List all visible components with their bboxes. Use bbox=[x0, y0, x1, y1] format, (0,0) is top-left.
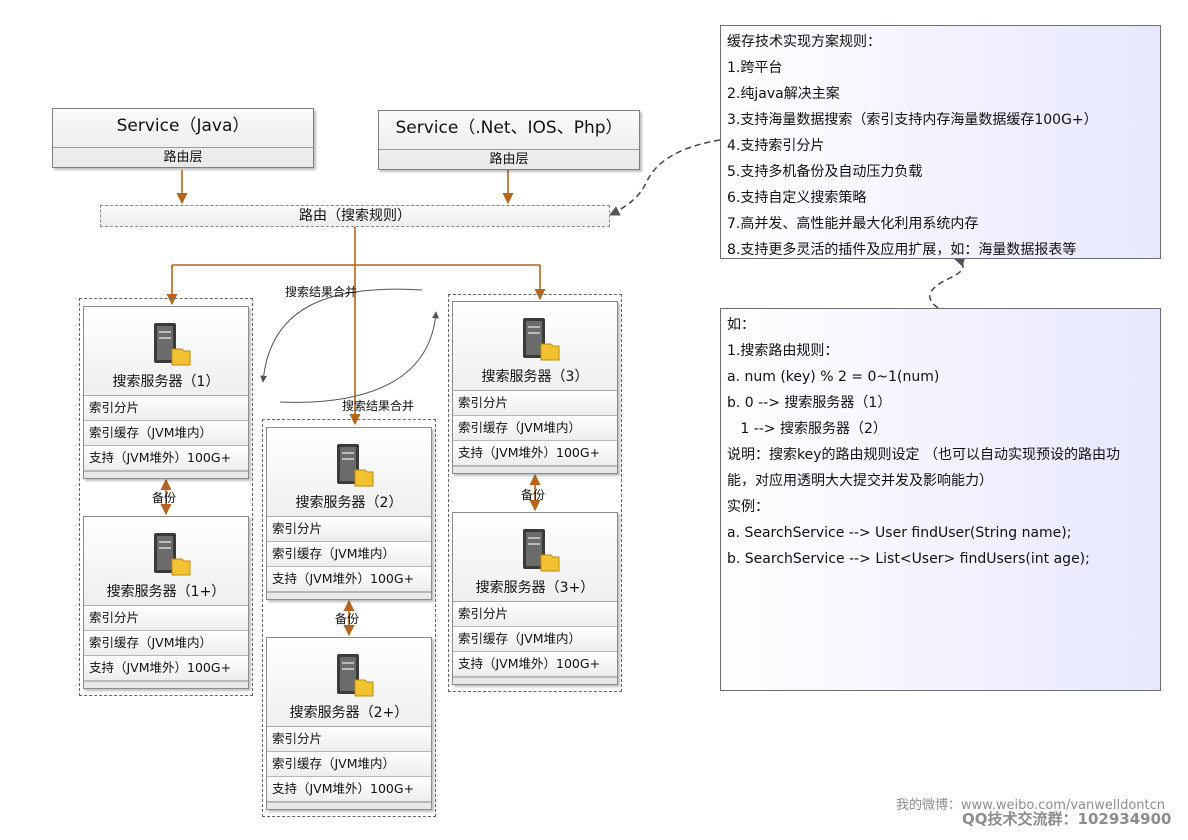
server-icon bbox=[154, 533, 191, 576]
note-line: 5.支持多机备份及自动压力负载 bbox=[727, 164, 923, 180]
server-icon bbox=[523, 318, 560, 361]
server-row-cache: 索引缓存（JVM堆内） bbox=[84, 421, 248, 446]
server-row-cache: 索引缓存（JVM堆内） bbox=[84, 631, 248, 656]
note-line: 6.支持自定义搜索策略 bbox=[727, 190, 867, 206]
server-name: 搜索服务器（1+） bbox=[106, 584, 226, 600]
server-row-shard: 索引分片 bbox=[84, 396, 248, 421]
note-line: 实例： bbox=[727, 499, 769, 515]
server-row-cache: 索引缓存（JVM堆内） bbox=[453, 627, 617, 652]
server-name: 搜索服务器（3+） bbox=[475, 580, 595, 596]
server-row-shard: 索引分片 bbox=[453, 391, 617, 416]
server-card-1: 搜索服务器（1） 索引分片 索引缓存（JVM堆内） 支持（JVM堆外）100G+ bbox=[83, 306, 249, 479]
example-note: 如： 1.搜索路由规则： a. num (key) % 2 = 0~1(num)… bbox=[720, 308, 1161, 691]
server-row-shard: 索引分片 bbox=[84, 606, 248, 631]
note-line: 4.支持索引分片 bbox=[727, 138, 825, 154]
merge-label-top: 搜索结果合并 bbox=[285, 285, 358, 299]
server-row-offheap: 支持（JVM堆外）100G+ bbox=[453, 652, 617, 677]
server-icon bbox=[337, 444, 374, 487]
rules-note: 缓存技术实现方案规则： 1.跨平台 2.纯java解决主案 3.支持海量数据搜索… bbox=[720, 25, 1161, 259]
note-line: a. SearchService --> User findUser(Strin… bbox=[727, 525, 1072, 541]
server-row-cache: 索引缓存（JVM堆内） bbox=[267, 752, 431, 777]
footer-weibo: 我的微博：www.weibo.com/vanwelldontcn bbox=[896, 798, 1166, 813]
service-java-sublabel: 路由层 bbox=[163, 150, 203, 165]
merge-label-bottom: 搜索结果合并 bbox=[342, 399, 415, 413]
server-card-3-plus: 搜索服务器（3+） 索引分片 索引缓存（JVM堆内） 支持（JVM堆外）100G… bbox=[452, 512, 618, 685]
server-row-offheap: 支持（JVM堆外）100G+ bbox=[84, 446, 248, 471]
note-line: 2.纯java解决主案 bbox=[727, 86, 840, 102]
server-card-2: 搜索服务器（2） 索引分片 索引缓存（JVM堆内） 支持（JVM堆外）100G+ bbox=[266, 427, 432, 600]
note-line: 1 --> 搜索服务器（2） bbox=[727, 421, 887, 437]
backup-label-1: 备份 bbox=[152, 491, 177, 505]
server-name: 搜索服务器（2+） bbox=[289, 705, 409, 721]
server-row-cache: 索引缓存（JVM堆内） bbox=[453, 416, 617, 441]
server-row-offheap: 支持（JVM堆外）100G+ bbox=[267, 567, 431, 592]
server-name: 搜索服务器（1） bbox=[112, 374, 220, 390]
route-bar: 路由（搜索规则） bbox=[100, 205, 610, 227]
group-3 bbox=[448, 294, 622, 692]
note-line: a. num (key) % 2 = 0~1(num) bbox=[727, 369, 940, 385]
server-row-shard: 索引分片 bbox=[267, 517, 431, 542]
merge-curve-right bbox=[279, 311, 439, 403]
note-connector-rules bbox=[929, 256, 966, 309]
backup-label-3: 备份 bbox=[521, 488, 546, 502]
service-java-title: Service（Java） bbox=[53, 109, 313, 148]
note-line: 如： bbox=[727, 317, 755, 333]
note-line: 7.高并发、高性能并最大化利用系统内存 bbox=[727, 216, 979, 232]
server-icon bbox=[154, 323, 191, 366]
note-line: 3.支持海量数据搜索（索引支持内存海量数据缓存100G+） bbox=[727, 112, 1098, 128]
server-card-2-plus: 搜索服务器（2+） 索引分片 索引缓存（JVM堆内） 支持（JVM堆外）100G… bbox=[266, 637, 432, 810]
server-name: 搜索服务器（3） bbox=[481, 369, 589, 385]
group-1 bbox=[79, 298, 253, 696]
server-row-offheap: 支持（JVM堆外）100G+ bbox=[267, 777, 431, 802]
server-row-shard: 索引分片 bbox=[453, 602, 617, 627]
group-2 bbox=[262, 419, 436, 817]
server-row-offheap: 支持（JVM堆外）100G+ bbox=[453, 441, 617, 466]
server-row-cache: 索引缓存（JVM堆内） bbox=[267, 542, 431, 567]
note-line: 能，对应用透明大大提交并发及影响能力） bbox=[727, 473, 993, 489]
note-line: b. 0 --> 搜索服务器（1） bbox=[727, 395, 892, 411]
service-net-box: Service（.Net、IOS、Php） 路由层 bbox=[378, 110, 640, 170]
note-line: 缓存技术实现方案规则： bbox=[727, 34, 881, 50]
note-line: 1.跨平台 bbox=[727, 60, 783, 76]
backup-label-2: 备份 bbox=[335, 612, 360, 626]
note-line: 说明：搜索key的路由规则设定 （也可以自动实现预设的路由功 bbox=[727, 447, 1120, 463]
server-icon bbox=[337, 654, 374, 697]
server-row-offheap: 支持（JVM堆外）100G+ bbox=[84, 656, 248, 681]
note-line: 8.支持更多灵活的插件及应用扩展，如：海量数据报表等 bbox=[727, 242, 1077, 258]
server-card-1-plus: 搜索服务器（1+） 索引分片 索引缓存（JVM堆内） 支持（JVM堆外）100G… bbox=[83, 516, 249, 689]
merge-curve-left bbox=[260, 288, 423, 383]
note-line: b. SearchService --> List<User> findUser… bbox=[727, 551, 1090, 567]
service-net-sublabel: 路由层 bbox=[489, 152, 529, 167]
server-icon bbox=[523, 529, 560, 572]
server-card-3: 搜索服务器（3） 索引分片 索引缓存（JVM堆内） 支持（JVM堆外）100G+ bbox=[452, 301, 618, 474]
server-name: 搜索服务器（2） bbox=[295, 495, 403, 511]
note-line: 1.搜索路由规则： bbox=[727, 343, 839, 359]
server-row-shard: 索引分片 bbox=[267, 727, 431, 752]
service-net-title: Service（.Net、IOS、Php） bbox=[379, 111, 639, 150]
service-java-box: Service（Java） 路由层 bbox=[52, 108, 314, 168]
footer-qq: QQ技术交流群：102934900 bbox=[962, 810, 1172, 828]
